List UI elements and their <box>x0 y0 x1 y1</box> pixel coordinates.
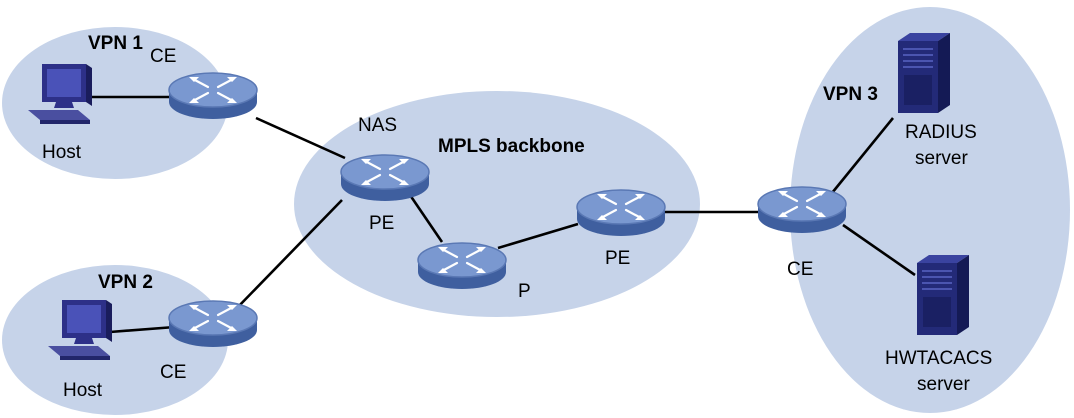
link-ce2-nas <box>234 199 343 311</box>
pe-nas-router-icon <box>339 153 431 203</box>
radius-label-line1: RADIUS <box>905 122 977 143</box>
pe-router-icon <box>575 188 667 238</box>
vpn2-zone <box>2 265 228 415</box>
nas-label: NAS <box>358 115 397 136</box>
ce1-router-icon <box>167 71 259 121</box>
link-p-pe <box>497 222 579 250</box>
ce2-label: CE <box>160 362 186 383</box>
radius-server-icon <box>897 32 951 114</box>
vpn3-zone <box>790 7 1070 413</box>
link-ce3-radius <box>830 117 895 194</box>
pe-label: PE <box>605 248 630 269</box>
p-router-icon <box>416 241 508 291</box>
pe-nas-label: PE <box>369 213 394 234</box>
link-ce1-nas <box>255 116 346 160</box>
mpls-backbone-label: MPLS backbone <box>438 136 585 157</box>
hwtacacs-server-icon <box>916 254 970 336</box>
links <box>90 95 916 334</box>
ce2-router-icon <box>167 299 259 349</box>
hwtacacs-label-line2: server <box>917 374 970 395</box>
radius-label-line2: server <box>915 148 968 169</box>
vpn2-label: VPN 2 <box>98 272 153 293</box>
p-label: P <box>518 281 531 302</box>
vpn3-label: VPN 3 <box>823 84 878 105</box>
ce3-router-icon <box>756 185 848 235</box>
ce1-label: CE <box>150 46 176 67</box>
hwtacacs-label-line1: HWTACACS <box>885 348 992 369</box>
ce3-label: CE <box>787 259 813 280</box>
link-host2-ce2 <box>109 325 176 334</box>
link-nas-p <box>408 194 444 243</box>
vpn1-label: VPN 1 <box>88 33 143 54</box>
mpls-backbone-zone <box>294 91 700 317</box>
host1-label: Host <box>42 142 82 163</box>
host2-label: Host <box>63 380 103 401</box>
link-ce3-hwtacacs <box>842 223 916 277</box>
